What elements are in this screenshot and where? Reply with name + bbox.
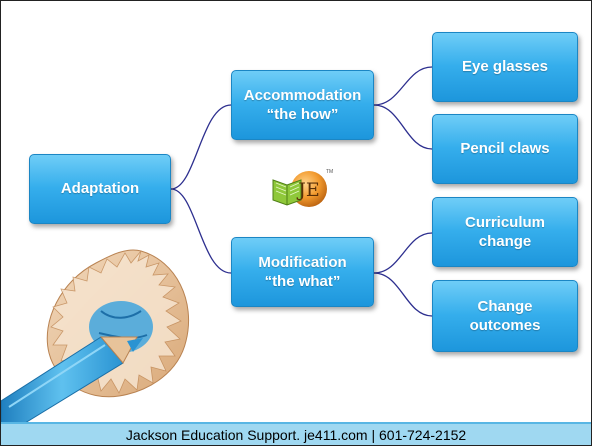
node-curriculum-change-line1: Curriculum (464, 213, 545, 231)
node-change-outcomes: Change outcomes (432, 280, 578, 352)
node-eye-glasses: Eye glasses (432, 32, 578, 102)
pencil-illustration (1, 249, 190, 423)
node-adaptation: Adaptation (29, 154, 171, 224)
pencil-body (1, 336, 143, 423)
node-curriculum-change: Curriculum change (432, 197, 578, 267)
node-curriculum-change-line2: change (478, 233, 532, 250)
node-accommodation-line2: “the how” (266, 106, 339, 123)
node-change-outcomes-line1: Change (477, 297, 533, 315)
connector-accommodation-to-eye-glasses (373, 66, 433, 106)
connector-root-to-accommodation (170, 104, 232, 190)
node-modification-line1: Modification (258, 253, 347, 271)
footer-text: Jackson Education Support. je411.com | 6… (125, 426, 467, 443)
connector-modification-to-curriculum (373, 232, 433, 274)
connector-accommodation-to-pencil-claws (373, 104, 433, 150)
je-logo: JE TM (272, 169, 333, 207)
logo-letters: JE (296, 179, 320, 201)
node-modification: Modification “the what” (231, 237, 374, 307)
connector-root-to-modification (170, 188, 232, 274)
node-accommodation-line1: Accommodation (243, 86, 362, 104)
node-pencil-claws: Pencil claws (432, 114, 578, 184)
node-change-outcomes-line2: outcomes (469, 317, 541, 334)
logo-trademark: TM (326, 169, 333, 175)
footer-bar: Jackson Education Support. je411.com | 6… (1, 422, 591, 445)
node-adaptation-label: Adaptation (60, 180, 140, 198)
node-modification-line2: “the what” (264, 273, 341, 290)
node-eye-glasses-label: Eye glasses (462, 58, 548, 76)
connector-modification-to-outcomes (373, 272, 433, 317)
node-pencil-claws-label: Pencil claws (460, 140, 550, 158)
node-accommodation: Accommodation “the how” (231, 70, 374, 140)
